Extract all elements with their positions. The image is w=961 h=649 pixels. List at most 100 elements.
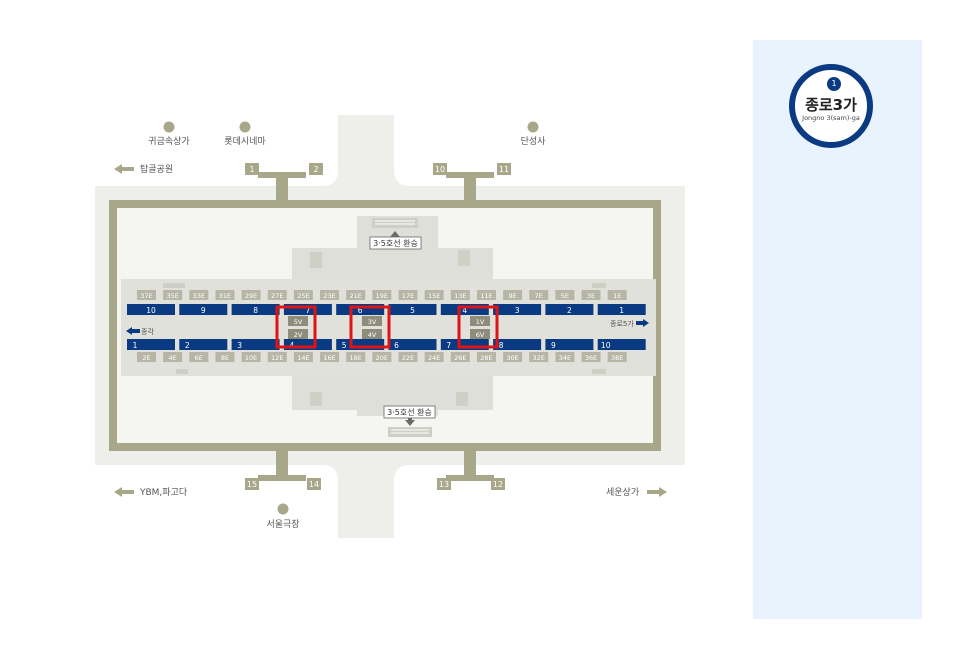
car-segment [440, 339, 489, 350]
car-number: 8 [499, 341, 504, 350]
door-tag [320, 290, 340, 300]
exit-passage-15-14 [258, 447, 306, 481]
door-label: 27E [271, 292, 283, 300]
door-tag [293, 352, 313, 362]
exit-number: 1 [249, 165, 254, 174]
exit-tag[interactable] [245, 478, 259, 490]
car-segment [440, 304, 489, 315]
landmark-label: 서울극장 [266, 519, 299, 530]
door-tag [529, 290, 549, 300]
elevator-tag [362, 329, 382, 339]
door-tag [267, 352, 287, 362]
highlight-box [457, 305, 499, 349]
car-segment [231, 339, 280, 350]
car-segment [597, 339, 646, 350]
exit-tag[interactable] [309, 163, 323, 175]
landmark-marker [239, 121, 251, 133]
door-tag [607, 290, 627, 300]
exit-number: 11 [499, 165, 509, 174]
door-tag [189, 352, 209, 362]
door-tag [189, 290, 209, 300]
concourse-wall [109, 200, 661, 451]
car-number: 7 [306, 306, 311, 315]
door-tag [450, 290, 470, 300]
car-segment [179, 304, 228, 315]
door-label: 28E [480, 354, 492, 362]
door-tag [372, 352, 392, 362]
car-number: 6 [394, 341, 399, 350]
door-label: 23E [323, 292, 335, 300]
door-label: 17E [402, 292, 414, 300]
car-number: 3 [515, 306, 520, 315]
exit-tag[interactable] [307, 478, 321, 490]
exit-tag[interactable] [245, 163, 259, 175]
door-tag [476, 290, 496, 300]
door-tag [398, 290, 418, 300]
svg-text:탑골공원: 탑골공원 [140, 163, 173, 175]
car-segment [231, 304, 280, 315]
elevator-label: 2V [294, 331, 303, 339]
door-label: 5E [561, 292, 569, 300]
door-tag [137, 290, 156, 300]
door-label: 33E [193, 292, 205, 300]
door-tag [346, 352, 366, 362]
transfer-label-bottom: 3·5호선 환승 [383, 405, 436, 419]
landmark-label: 귀금속상가 [148, 136, 189, 147]
exit-tag[interactable] [433, 163, 447, 175]
door-label: 20E [376, 354, 388, 362]
car-number: 10 [146, 306, 156, 315]
exit-number: 15 [247, 480, 257, 489]
door-tag [424, 290, 444, 300]
landmark-label: 롯데시네마 [224, 136, 266, 147]
car-segment [388, 339, 437, 350]
exit-number: 12 [493, 480, 503, 489]
exit-tag[interactable] [497, 163, 511, 175]
door-label: 34E [559, 354, 571, 362]
door-label: 8E [221, 354, 229, 362]
car-segment [283, 339, 332, 350]
direction-top-left: 탑골공원 [114, 163, 173, 175]
highlight-box [349, 305, 391, 349]
exit-tag[interactable] [491, 478, 505, 490]
door-label: 6E [195, 354, 203, 362]
door-label: 38E [611, 354, 623, 362]
landmark-marker [163, 121, 175, 133]
exit-tag[interactable] [437, 478, 451, 490]
car-number: 4 [462, 306, 467, 315]
station-name-korean: 종로3가 [805, 96, 857, 114]
exit-number: 14 [309, 480, 319, 489]
door-label: 7E [535, 292, 543, 300]
door-label: 19E [376, 292, 388, 300]
door-label: 13E [454, 292, 466, 300]
door-tag [555, 290, 575, 300]
door-label: 25E [297, 292, 309, 300]
elevator-group[interactable]: 5V 2V [275, 305, 317, 349]
door-tag [581, 352, 601, 362]
street-corner-bottom-right [394, 465, 410, 481]
door-tag [372, 290, 392, 300]
door-tag [346, 290, 366, 300]
door-tag [320, 352, 340, 362]
svg-text:3·5호선 환승: 3·5호선 환승 [373, 238, 418, 248]
car-segment [388, 304, 437, 315]
door-tag [424, 352, 444, 362]
exit-number: 2 [313, 165, 318, 174]
elevator-label: 5V [294, 318, 303, 326]
car-segment [127, 339, 175, 350]
svg-text:종로5가: 종로5가 [610, 319, 634, 328]
direction-bottom-left: YBM,파고다 [114, 487, 188, 498]
door-tag [163, 352, 183, 362]
car-segment [597, 304, 646, 315]
elevator-tag [470, 316, 490, 326]
door-tag [450, 352, 470, 362]
car-segment [336, 339, 385, 350]
door-label: 4E [169, 354, 177, 362]
car-number: 6 [358, 306, 363, 315]
door-label: 29E [245, 292, 257, 300]
car-number: 8 [253, 306, 258, 315]
